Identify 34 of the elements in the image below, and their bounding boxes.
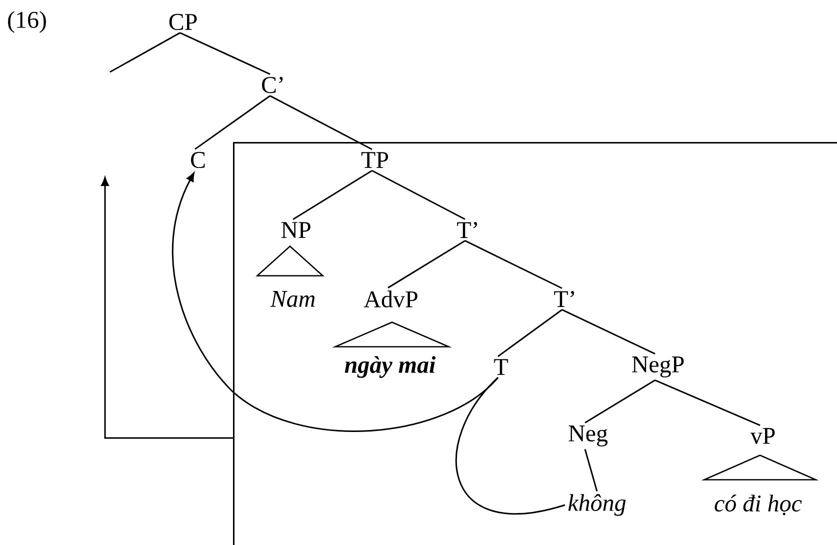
tree-label: T: [494, 359, 508, 375]
tree-label: C: [191, 152, 205, 168]
tree-branch: [388, 240, 466, 288]
tree-branch: [372, 170, 466, 220]
tree-label: AdvP: [364, 290, 418, 308]
tree-branch: [562, 309, 656, 354]
tree-label: T’: [554, 291, 574, 307]
tree-label: C’: [262, 76, 283, 94]
tree-branch: [194, 95, 270, 150]
tree-branch: [292, 170, 372, 220]
tree-branch: [464, 240, 562, 289]
tree-label: NP: [281, 222, 310, 238]
tree-branch: [584, 448, 598, 492]
tree-label: ngày mai: [344, 356, 436, 378]
tree-branch: [180, 32, 270, 75]
tree-label: Nam: [270, 291, 315, 307]
tree-label: vP: [750, 428, 775, 444]
tree-branch: [270, 95, 372, 150]
tree-label: có đi học: [714, 494, 802, 516]
tree-branch: [498, 309, 562, 357]
example-number: (16): [8, 11, 46, 33]
tree-label: không: [568, 494, 626, 516]
movement-arrow: [172, 172, 499, 432]
tree-label: Neg: [568, 426, 608, 446]
tree-branch: [110, 32, 180, 73]
tree-branch: [654, 380, 760, 426]
tree-branch: [584, 380, 656, 424]
tree-label: CP: [169, 14, 197, 30]
tree-label: NegP: [632, 356, 684, 378]
movement-curve: [456, 377, 566, 514]
tree-label: T’: [457, 222, 478, 238]
frame-box: [233, 142, 837, 545]
movement-arrow: [101, 177, 233, 439]
tree-label: TP: [361, 152, 388, 168]
